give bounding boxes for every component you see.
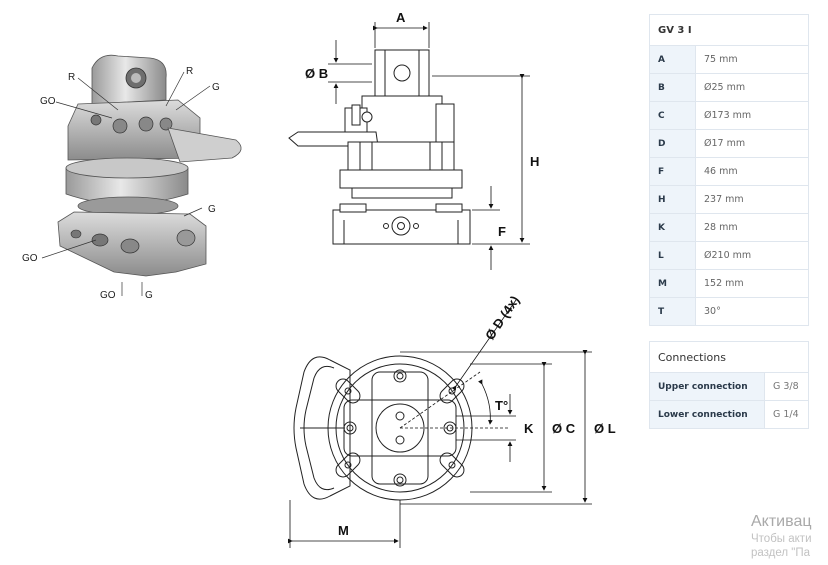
dim-l: Ø L <box>594 421 616 436</box>
dim-h: H <box>530 154 539 169</box>
spec-key: B <box>649 73 696 102</box>
dim-b: Ø B <box>305 66 328 81</box>
spec-value: 152 mm <box>695 269 809 298</box>
label-g-upper: G <box>212 82 220 93</box>
label-r-left: R <box>68 72 75 83</box>
dim-t: T° <box>495 398 508 413</box>
dim-a: A <box>396 10 406 25</box>
watermark-line-1: Чтобы акти <box>751 533 812 545</box>
label-r-right: R <box>186 66 193 77</box>
connection-value: G 1/4 <box>764 400 809 429</box>
spec-value: Ø17 mm <box>695 129 809 158</box>
connections-title: Connections <box>649 341 809 373</box>
spec-value: 46 mm <box>695 157 809 186</box>
dim-k: K <box>524 421 534 436</box>
spec-value: Ø25 mm <box>695 73 809 102</box>
spec-value: 75 mm <box>695 45 809 74</box>
dim-c: Ø C <box>552 421 576 436</box>
spec-value: 30° <box>695 297 809 326</box>
dim-m: M <box>338 523 349 538</box>
watermark-title: Активац <box>751 513 812 530</box>
spec-key: T <box>649 297 696 326</box>
spec-key: L <box>649 241 696 270</box>
connection-key: Lower connection <box>649 400 765 429</box>
spec-key: D <box>649 129 696 158</box>
label-go-bottom: GO <box>100 290 116 301</box>
label-g-bottom: G <box>145 290 153 301</box>
connection-value: G 3/8 <box>764 372 809 401</box>
spec-key: H <box>649 185 696 214</box>
isometric-render: R R G GO G GO GO G <box>22 54 242 301</box>
label-g-lower: G <box>208 204 216 215</box>
label-go-upper: GO <box>40 96 56 107</box>
label-go-lower: GO <box>22 253 38 264</box>
dim-f: F <box>498 224 506 239</box>
side-view <box>288 22 530 270</box>
spec-value: 28 mm <box>695 213 809 242</box>
dim-d: Ø D (4x) <box>482 293 522 343</box>
spec-key: A <box>649 45 696 74</box>
spec-value: Ø173 mm <box>695 101 809 130</box>
watermark-line-2: раздел "Па <box>751 547 811 559</box>
spec-value: 237 mm <box>695 185 809 214</box>
spec-value: Ø210 mm <box>695 241 809 270</box>
technical-drawing: R R G GO G GO GO G <box>22 10 616 548</box>
spec-key: K <box>649 213 696 242</box>
spec-key: M <box>649 269 696 298</box>
spec-key: C <box>649 101 696 130</box>
activation-watermark: Активац Чтобы акти раздел "Па <box>751 512 828 560</box>
connection-key: Upper connection <box>649 372 765 401</box>
top-view <box>288 299 592 548</box>
spec-title: GV 3 I <box>649 14 809 46</box>
spec-key: F <box>649 157 696 186</box>
